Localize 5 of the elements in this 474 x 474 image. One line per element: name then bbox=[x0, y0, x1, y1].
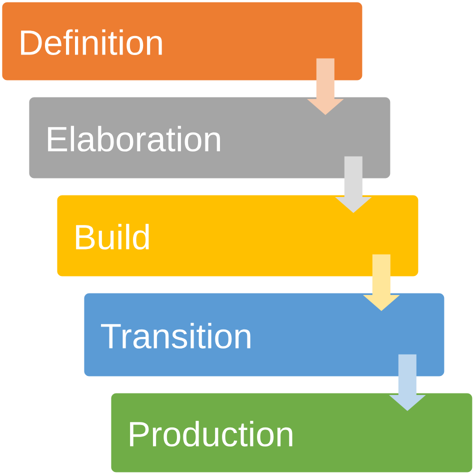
stage-box: Build bbox=[57, 195, 418, 276]
stage-box: Transition bbox=[84, 293, 444, 376]
stage-box: Production bbox=[111, 393, 472, 472]
stage-box: Elaboration bbox=[29, 97, 390, 178]
stage-box: Definition bbox=[2, 2, 362, 80]
